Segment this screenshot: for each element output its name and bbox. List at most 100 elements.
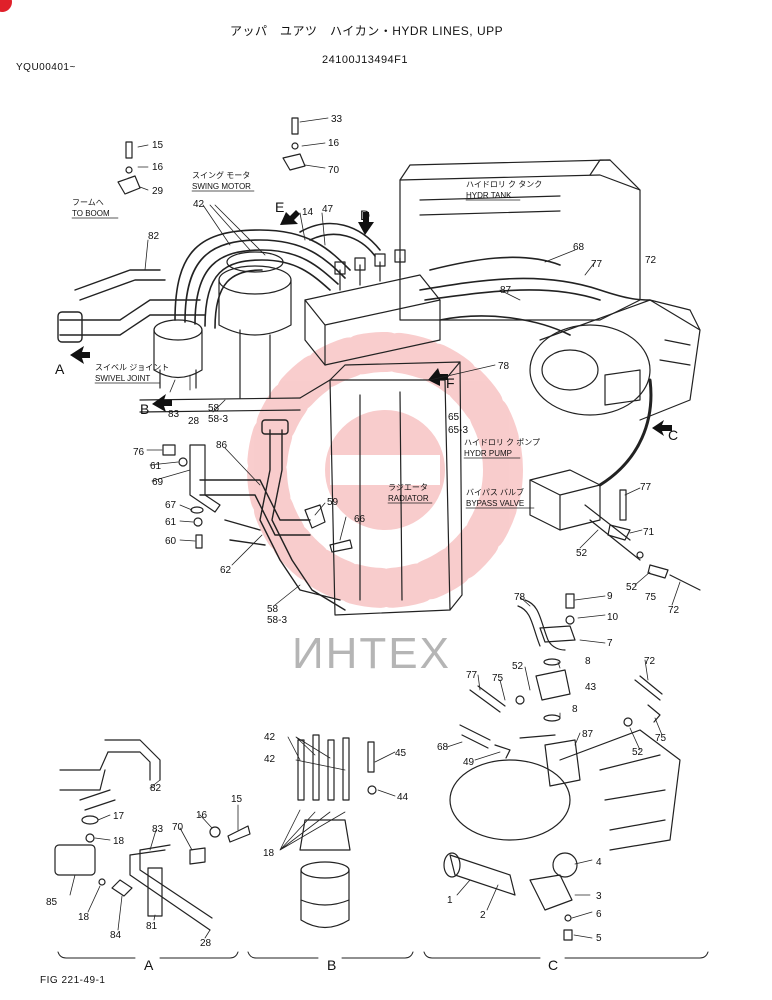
part-61-a: 61 <box>150 461 162 472</box>
part-70-a: 70 <box>172 822 184 833</box>
part-87-top: 87 <box>500 285 512 296</box>
part-68-top: 68 <box>573 242 585 253</box>
part-65: 65 <box>448 412 460 423</box>
part-72-c: 72 <box>644 656 656 667</box>
part-72-top: 72 <box>645 255 657 266</box>
hydr-tank-label-jp: ハイドロリ ク タンク <box>466 180 542 189</box>
part-72-b: 72 <box>668 605 680 616</box>
part-6: 6 <box>596 909 602 920</box>
part-83-a: 83 <box>152 824 164 835</box>
callout-letters: A B C D E F <box>55 199 678 443</box>
part-59: 59 <box>327 497 339 508</box>
part-16-top: 16 <box>152 162 164 173</box>
part-77-top: 77 <box>591 259 603 270</box>
part-82-top: 82 <box>148 231 160 242</box>
part-17: 17 <box>113 811 125 822</box>
part-42-b: 42 <box>264 732 276 743</box>
part-3: 3 <box>596 891 602 902</box>
part-87-b: 87 <box>582 729 594 740</box>
part-52-d: 52 <box>632 747 644 758</box>
part-52-c: 52 <box>512 661 524 672</box>
part-67: 67 <box>165 500 177 511</box>
part-42-top: 42 <box>193 199 205 210</box>
bypass-valve-label: BYPASS VALVE <box>466 499 524 508</box>
part-45: 45 <box>395 748 407 759</box>
callout-f: F <box>446 375 455 391</box>
part-16-a: 16 <box>196 810 208 821</box>
bypass-valve <box>529 469 641 561</box>
detail-a <box>54 739 251 931</box>
callout-a: A <box>55 361 65 377</box>
to-boom-label: TO BOOM <box>72 209 110 218</box>
part-77-c: 77 <box>466 670 478 681</box>
part-4: 4 <box>596 857 602 868</box>
part-28-a: 28 <box>200 938 212 949</box>
swing-arrow-c <box>598 378 653 487</box>
part-43: 43 <box>585 682 597 693</box>
radiator-lines <box>199 419 346 611</box>
part-68-b: 68 <box>437 742 449 753</box>
corner-mark <box>0 0 12 12</box>
callout-c: C <box>668 427 678 443</box>
right-detail-parts <box>459 489 701 787</box>
pump-detail-c <box>443 729 681 941</box>
hydr-tank-label: HYDR TANK <box>466 191 512 200</box>
part-76: 76 <box>133 447 145 458</box>
bypass-valve-label-jp: バイパス バルブ <box>466 487 524 497</box>
part-78-top: 78 <box>498 361 510 372</box>
part-18-a1: 18 <box>113 836 125 847</box>
part-58-low: 58 <box>267 604 279 615</box>
part-58-3-low: 58-3 <box>267 615 287 626</box>
part-86: 86 <box>216 440 228 451</box>
part-29: 29 <box>152 186 164 197</box>
part-78-b: 78 <box>514 592 526 603</box>
part-15-top: 15 <box>152 140 164 151</box>
part-52-b: 52 <box>626 582 638 593</box>
part-75-b: 75 <box>492 673 504 684</box>
part-65-3: 65-3 <box>448 425 468 436</box>
callout-d: D <box>360 207 370 223</box>
section-label-b: B <box>327 957 337 973</box>
part-81: 81 <box>146 921 158 932</box>
left-hardware <box>162 444 353 553</box>
part-18-b: 18 <box>263 848 275 859</box>
hydr-pump <box>529 299 701 421</box>
part-49: 49 <box>463 757 475 768</box>
detail-b <box>297 734 377 929</box>
radiator-label-jp: ラジエータ <box>388 483 428 492</box>
hose-bundle <box>174 222 651 336</box>
section-label-a: A <box>144 957 154 973</box>
part-58-main: 58 <box>208 403 220 414</box>
callout-arrows <box>70 210 672 436</box>
section-label-c: C <box>548 957 559 973</box>
radiator <box>329 361 463 616</box>
part-75-c: 75 <box>655 733 667 744</box>
part-47: 47 <box>322 204 334 215</box>
figure-number: FIG 221-49-1 <box>40 975 106 986</box>
part-83-main: 83 <box>168 409 180 420</box>
part-69: 69 <box>152 477 164 488</box>
part-18-a2: 18 <box>78 912 90 923</box>
leader-lines <box>69 117 681 939</box>
page-title: アッパ ユアツ ハイカン・HYDR LINES, UPP <box>230 24 504 38</box>
callout-e: E <box>275 199 284 215</box>
to-boom-lines <box>57 269 206 343</box>
part-60: 60 <box>165 536 177 547</box>
part-8-b: 8 <box>572 704 578 715</box>
part-62: 62 <box>220 565 232 576</box>
part-85: 85 <box>46 897 58 908</box>
watermark-text: ИНТЕХ <box>292 629 451 678</box>
part-75-a: 75 <box>645 592 657 603</box>
part-82-a: 82 <box>150 783 162 794</box>
part-1: 1 <box>447 895 453 906</box>
callout-b: B <box>140 401 149 417</box>
part-5: 5 <box>596 933 602 944</box>
part-16-b: 16 <box>328 138 340 149</box>
part-8-a: 8 <box>585 656 591 667</box>
bracket-69 <box>189 444 221 513</box>
part-number: 24100J13494F1 <box>322 54 409 66</box>
swing-motor-label: SWING MOTOR <box>192 182 251 191</box>
serial-range: YQU00401~ <box>16 62 76 73</box>
top-hardware <box>117 117 306 195</box>
